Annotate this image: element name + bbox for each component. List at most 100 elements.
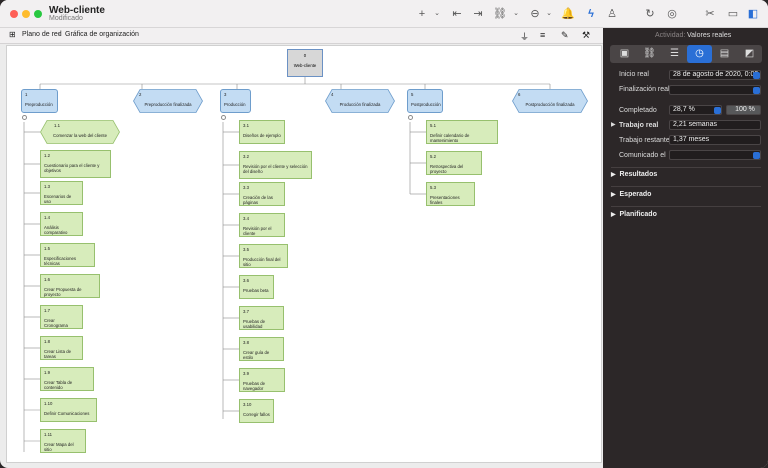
list-icon[interactable]: ▤ [712,45,737,63]
filter-icon[interactable]: ⏚ [520,30,529,43]
task-node[interactable]: 5.2Retrospectiva del proyecto [426,151,482,175]
task-label: Crear Tabla de contenido [44,380,72,391]
task-node[interactable]: 3.5Producción final del sitio [239,244,288,268]
inspector-toggle-icon[interactable]: ◧ [745,7,761,21]
percent-stepper[interactable] [714,107,721,114]
notes-icon[interactable]: ◩ [737,45,762,63]
actual-start-field[interactable]: 28 de agosto de 2020, 0:00 [669,70,761,80]
minimize-window-button[interactable] [22,10,30,18]
add-icon[interactable]: + [414,7,430,21]
task-node[interactable]: 5.1Definir calendario de mantenimiento [426,120,498,144]
task-label: Crear Cronograma [44,318,68,329]
task-node[interactable]: 1.6Crear Propuesta de proyecto [40,274,100,298]
breadcrumb-item-orgchart[interactable]: Gráfica de organización [65,31,139,38]
critical-path-icon[interactable]: ϟ [583,7,599,21]
phase-milestone-node[interactable]: 4 Producción finalizada [325,89,395,113]
task-node[interactable]: 1.10Definir Comunicaciones [40,398,97,422]
resources-icon[interactable]: ♙ [604,7,620,21]
activity-value: Valores reales [687,32,731,39]
org-chart-icon: ⊞ [9,30,16,39]
task-label: Cuestionario para el cliente y objetivos [44,163,99,174]
refresh-icon[interactable]: ↻ [642,7,658,21]
task-label: Crear Lista de tareas [44,349,71,360]
section-expected[interactable]: ▶ Esperado [611,191,651,198]
document-status: Modificado [49,15,83,22]
layout-icon[interactable]: ▭ [725,7,741,21]
outline-icon[interactable]: ≡ [540,30,545,40]
task-number: 3.1 [243,123,281,129]
tools-icon[interactable]: ✂ [702,7,718,21]
task-node[interactable]: 1.7Crear Cronograma [40,305,83,329]
remaining-work-field[interactable]: 1,37 meses [669,135,761,145]
task-node[interactable]: 3.1Diseños de ejemplo [239,120,285,144]
link-icon[interactable]: ⛓ [492,7,508,21]
actual-work-field[interactable]: 2,21 semanas [669,120,761,130]
wrench-icon[interactable]: ⚒ [582,30,590,41]
chevron-down-icon[interactable]: ⌄ [429,7,445,21]
task-node[interactable]: 1.2Cuestionario para el cliente y objeti… [40,150,111,178]
title-bar: Web-cliente Modificado + ⌄ ⇤ ⇥ ⛓ ⌄ ⊖ ⌄ 🔔… [0,0,768,28]
section-results[interactable]: ▶ Resultados [611,171,657,178]
collapse-toggle[interactable] [408,115,413,120]
indent-icon[interactable]: ⇥ [470,7,486,21]
task-label: Crear Propuesta de proyecto [44,287,82,298]
phase-milestone-node[interactable]: 6 Postproducción finalizada [512,89,588,113]
inspector-tabs: ▣ ⛓ ☰ ◷ ▤ ◩ [610,45,762,63]
task-node[interactable]: 1.11Crear Mapa del sitio [40,429,86,453]
collapse-toggle[interactable] [22,115,27,120]
task-number: 1.7 [44,308,79,314]
zoom-window-button[interactable] [34,10,42,18]
date-stepper[interactable] [753,87,760,94]
task-node[interactable]: 5.3Presentaciones finales [426,182,475,206]
org-chart-canvas[interactable]: 0 Web-cliente 1Preproducción 2 Preproduc… [6,45,602,463]
phase-node[interactable]: 3Producción [220,89,251,113]
task-number: 3.8 [243,340,280,346]
resources-icon[interactable]: ☰ [662,45,687,63]
phase-node[interactable]: 5Postproducción [407,89,443,113]
inspector-header: Actividad: Valores reales [603,28,768,44]
section-planned[interactable]: ▶ Planificado [611,211,657,218]
task-node[interactable]: 3.7Pruebas de usabilidad [239,306,284,330]
task-label: Escenarios de uso [44,194,71,205]
task-label: Definir Comunicaciones [44,411,89,416]
task-node[interactable]: 1.4Análisis comparativo [40,212,83,236]
task-label: Crear guía de estilo [243,350,269,361]
link-icon[interactable]: ⛓ [637,45,662,63]
brush-icon[interactable]: ✎ [561,30,569,41]
outdent-icon[interactable]: ⇤ [449,7,465,21]
reported-field[interactable] [669,150,761,160]
disclosure-triangle-icon[interactable]: ▶ [611,121,616,128]
breadcrumb-item-network[interactable]: Plano de red [22,31,62,38]
phase-node[interactable]: 1Preproducción [21,89,58,113]
task-node[interactable]: 3.9Pruebas de navegador [239,368,285,392]
task-node[interactable]: 3.8Crear guía de estilo [239,337,284,361]
close-window-button[interactable] [10,10,18,18]
bell-icon[interactable]: 🔔 [560,7,576,21]
task-node[interactable]: 3.2Revisión por el cliente y selección d… [239,151,312,179]
task-number: 1.11 [44,432,82,438]
task-info-icon[interactable]: ▣ [612,45,637,63]
task-number: 3.6 [243,278,270,284]
globe-icon[interactable]: ◎ [664,7,680,21]
task-node[interactable]: 3.4Revisión por el cliente [239,213,285,237]
phase-milestone-node[interactable]: 2 Preproducción finalizada [133,89,203,113]
task-label: Producción final del sitio [243,257,281,268]
task-milestone-node[interactable]: 1.1 Comenzar la web del cliente [40,120,120,144]
date-stepper[interactable] [753,152,760,159]
actuals-clock-icon[interactable]: ◷ [687,45,712,63]
chevron-down-icon[interactable]: ⌄ [541,7,557,21]
task-node[interactable]: 3.3Creación de las páginas [239,182,285,206]
root-node[interactable]: 0 Web-cliente [287,49,323,77]
actual-finish-field[interactable] [669,85,761,95]
task-node[interactable]: 1.3Escenarios de uso [40,181,83,205]
task-node[interactable]: 1.5Especificaciones técnicas [40,243,95,267]
chevron-down-icon[interactable]: ⌄ [508,7,524,21]
task-node[interactable]: 1.9Crear Tabla de contenido [40,367,94,391]
task-node[interactable]: 3.6Pruebas beta [239,275,274,299]
collapse-toggle[interactable] [221,115,226,120]
task-node[interactable]: 3.10Corregir fallos [239,399,274,423]
complete-100-button[interactable]: 100 % [726,105,761,115]
task-node[interactable]: 1.8Crear Lista de tareas [40,336,83,360]
date-stepper[interactable] [753,72,760,79]
task-number: 3.10 [243,402,270,408]
